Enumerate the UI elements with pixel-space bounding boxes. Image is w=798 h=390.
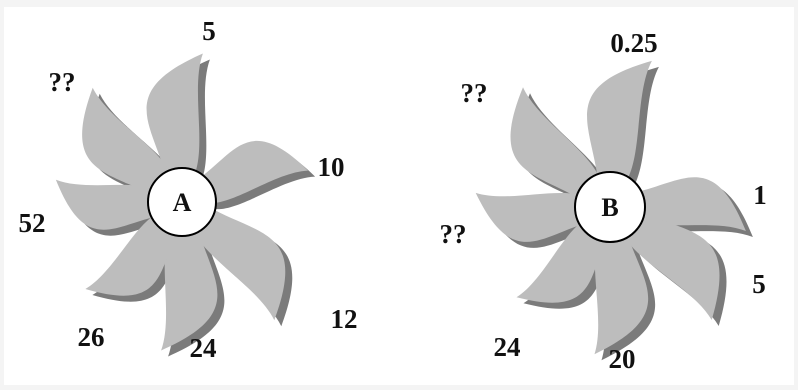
flower-b-label-bottom: 20: [609, 344, 636, 374]
flower-b-label-right-lower: 5: [752, 269, 766, 299]
flower-a-label-bottom: 24: [190, 333, 217, 363]
flower-a-label-bottom-left: 26: [78, 322, 105, 352]
flower-a: A 5 10 12 24 26 52 ??: [19, 16, 358, 363]
flower-a-label-left: 52: [19, 208, 46, 238]
flower-b-label-top-left: ??: [461, 78, 488, 108]
flower-a-label-top-left: ??: [49, 67, 76, 97]
flower-b-label-right: 1: [753, 180, 767, 210]
flower-b-label-top: 0.25: [610, 28, 657, 58]
flower-b-label-left: ??: [440, 219, 467, 249]
flower-b-label-bottom-left: 24: [494, 332, 521, 362]
flower-b-center-label: B: [601, 193, 618, 222]
flower-a-center-label: A: [173, 188, 192, 217]
flower-a-label-right-upper: 10: [318, 152, 345, 182]
flower-a-label-top: 5: [202, 16, 216, 46]
flower-b: B 0.25 1 5 20 24 ?? ??: [440, 28, 767, 374]
flower-a-label-right-lower: 12: [331, 304, 358, 334]
